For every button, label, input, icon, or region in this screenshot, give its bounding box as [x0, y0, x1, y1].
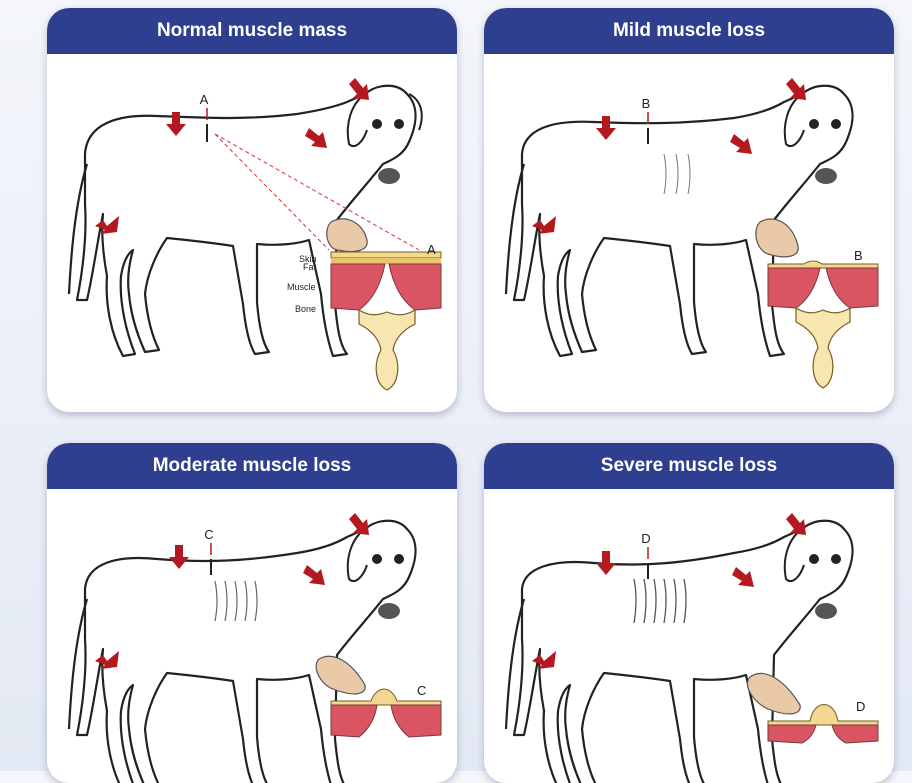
panel-title: Moderate muscle loss	[47, 443, 457, 489]
muscle-left	[331, 705, 377, 737]
marker-label: A	[200, 92, 209, 107]
panel-title: Mild muscle loss	[484, 8, 894, 54]
vertebra	[359, 310, 415, 390]
dog-eye	[394, 119, 404, 129]
finger	[756, 219, 798, 257]
dog-eye	[372, 554, 382, 564]
cross-section-inset: B	[756, 219, 878, 388]
dog-nose	[378, 168, 400, 184]
dog-nose	[815, 603, 837, 619]
muscle-right	[391, 705, 441, 737]
svg-text:D: D	[856, 699, 865, 714]
panel-normal: Normal muscle mass A	[47, 8, 457, 412]
svg-text:C: C	[417, 683, 426, 698]
dog-nose	[815, 168, 837, 184]
muscle-right	[389, 264, 441, 310]
dog-eye	[831, 119, 841, 129]
muscle-left	[768, 725, 816, 743]
muscle-left	[768, 268, 820, 308]
dog-eye	[809, 554, 819, 564]
panel-mild: Mild muscle loss B B	[484, 8, 894, 412]
svg-text:Bone: Bone	[295, 304, 316, 314]
dog-illustration-moderate: C C	[47, 489, 457, 783]
dog-eye	[372, 119, 382, 129]
dog-nose	[378, 603, 400, 619]
svg-text:A: A	[427, 242, 436, 257]
dog-illustration-mild: B B	[484, 54, 894, 412]
svg-text:Muscle: Muscle	[287, 282, 316, 292]
panel-moderate: Moderate muscle loss C C	[47, 443, 457, 783]
marker-label: C	[204, 527, 213, 542]
dog-eye	[809, 119, 819, 129]
panel-title: Severe muscle loss	[484, 443, 894, 489]
dog-eye	[831, 554, 841, 564]
marker-label: B	[642, 96, 651, 111]
muscle-right	[826, 268, 878, 308]
panel-severe: Severe muscle loss D D	[484, 443, 894, 783]
marker-label: D	[641, 531, 650, 546]
dog-illustration-normal: A A Skin Fat Muscle Bone	[47, 54, 457, 412]
vertebra	[796, 308, 850, 388]
finger	[327, 219, 367, 252]
svg-text:B: B	[854, 248, 863, 263]
svg-text:Fat: Fat	[303, 262, 317, 272]
dog-eye	[394, 554, 404, 564]
panel-title: Normal muscle mass	[47, 8, 457, 54]
muscle-left	[331, 264, 385, 310]
dog-illustration-severe: D D	[484, 489, 894, 783]
muscle-right	[832, 725, 878, 743]
